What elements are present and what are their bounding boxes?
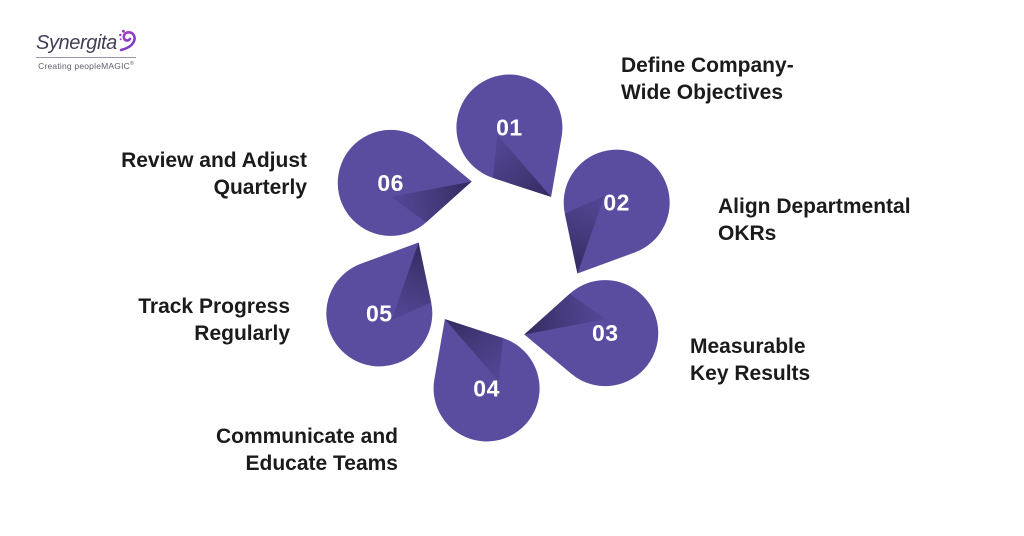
logo-row: Synergita <box>36 29 140 54</box>
label-step-02: Align Departmental OKRs <box>718 195 911 245</box>
label-step-06: Review and Adjust Quarterly <box>121 149 307 199</box>
logo-tagline: Creating peopleMAGIC® <box>38 61 134 71</box>
synergita-logo: Synergita Creating peopleMAGIC® <box>36 29 140 71</box>
petal-fold-shadow <box>391 242 432 321</box>
petal-shape <box>334 126 475 239</box>
petal-fold-shadow <box>564 195 605 274</box>
synergita-swirl-icon <box>118 29 136 52</box>
petal-step-04: 04 <box>397 289 562 464</box>
label-step-04: Communicate and Educate Teams <box>215 425 398 475</box>
petal-fold-shadow <box>492 134 552 197</box>
petal-step-03: 03 <box>521 277 662 390</box>
petal-fold-shadow <box>390 181 472 223</box>
petal-fold-shadow <box>524 293 606 335</box>
petal-fold-shadow <box>444 319 504 382</box>
petal-number: 03 <box>592 320 619 346</box>
petal-step-05: 05 <box>305 214 467 388</box>
petal-number: 02 <box>603 190 630 216</box>
label-step-01: Define Company- Wide Objectives <box>621 54 794 104</box>
petal-step-01: 01 <box>434 52 599 227</box>
petal-number: 01 <box>496 115 523 141</box>
petal-step-06: 06 <box>334 126 475 239</box>
label-step-05: Track Progress Regularly <box>138 295 290 345</box>
logo-divider <box>36 57 136 58</box>
petal-number: 04 <box>473 376 500 402</box>
petal-number: 06 <box>377 170 404 196</box>
label-step-03: Measurable Key Results <box>690 335 811 385</box>
brand-name: Synergita <box>36 32 117 54</box>
petal-number: 05 <box>366 300 393 326</box>
petal-step-02: 02 <box>529 128 691 302</box>
